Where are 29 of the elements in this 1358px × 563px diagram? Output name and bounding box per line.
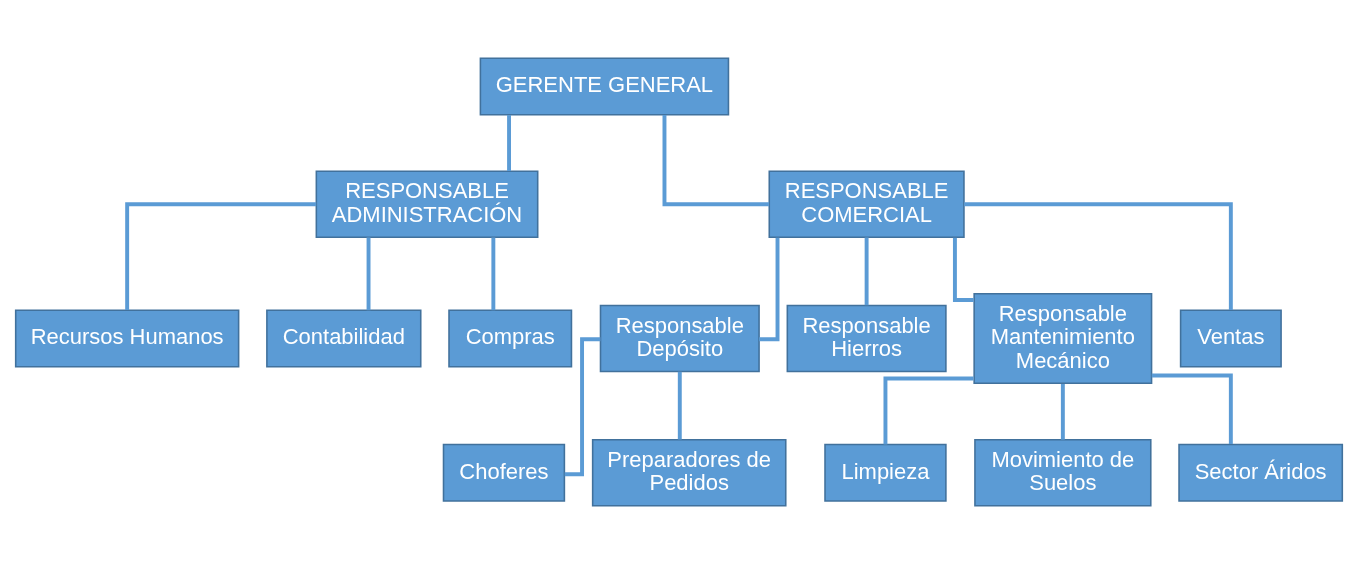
- connector: [491, 236, 496, 310]
- connector: [883, 376, 974, 444]
- node-box: Limpieza: [824, 443, 947, 502]
- connector: [662, 114, 770, 206]
- connector: [677, 371, 682, 439]
- connector: [366, 236, 371, 310]
- connector: [964, 201, 1233, 310]
- node-box: Ventas: [1179, 308, 1282, 368]
- node-box: Compras: [448, 308, 573, 368]
- node-box: Movimiento de Suelos: [974, 438, 1152, 506]
- node-box: Preparadores de Pedidos: [591, 438, 787, 506]
- node-box: RESPONSABLE COMERCIAL: [768, 170, 965, 238]
- node-box: GERENTE GENERAL: [479, 57, 730, 116]
- connector: [864, 236, 869, 305]
- node-box: Contabilidad: [266, 308, 422, 368]
- node-box: Sector Áridos: [1178, 443, 1344, 502]
- node-box: Responsable Depósito: [599, 304, 760, 372]
- connector: [952, 237, 974, 302]
- connector: [1060, 383, 1065, 440]
- connector: [759, 237, 780, 341]
- node-box: Recursos Humanos: [14, 308, 240, 368]
- node-box: Responsable Mantenimiento Mecánico: [973, 292, 1153, 384]
- connector: [1151, 372, 1233, 444]
- node-box: RESPONSABLE ADMINISTRACIÓN: [315, 170, 539, 238]
- connector: [125, 201, 317, 310]
- node-box: Choferes: [442, 443, 566, 502]
- connector: [564, 336, 601, 476]
- node-box: Responsable Hierros: [786, 304, 947, 372]
- connector: [507, 114, 511, 171]
